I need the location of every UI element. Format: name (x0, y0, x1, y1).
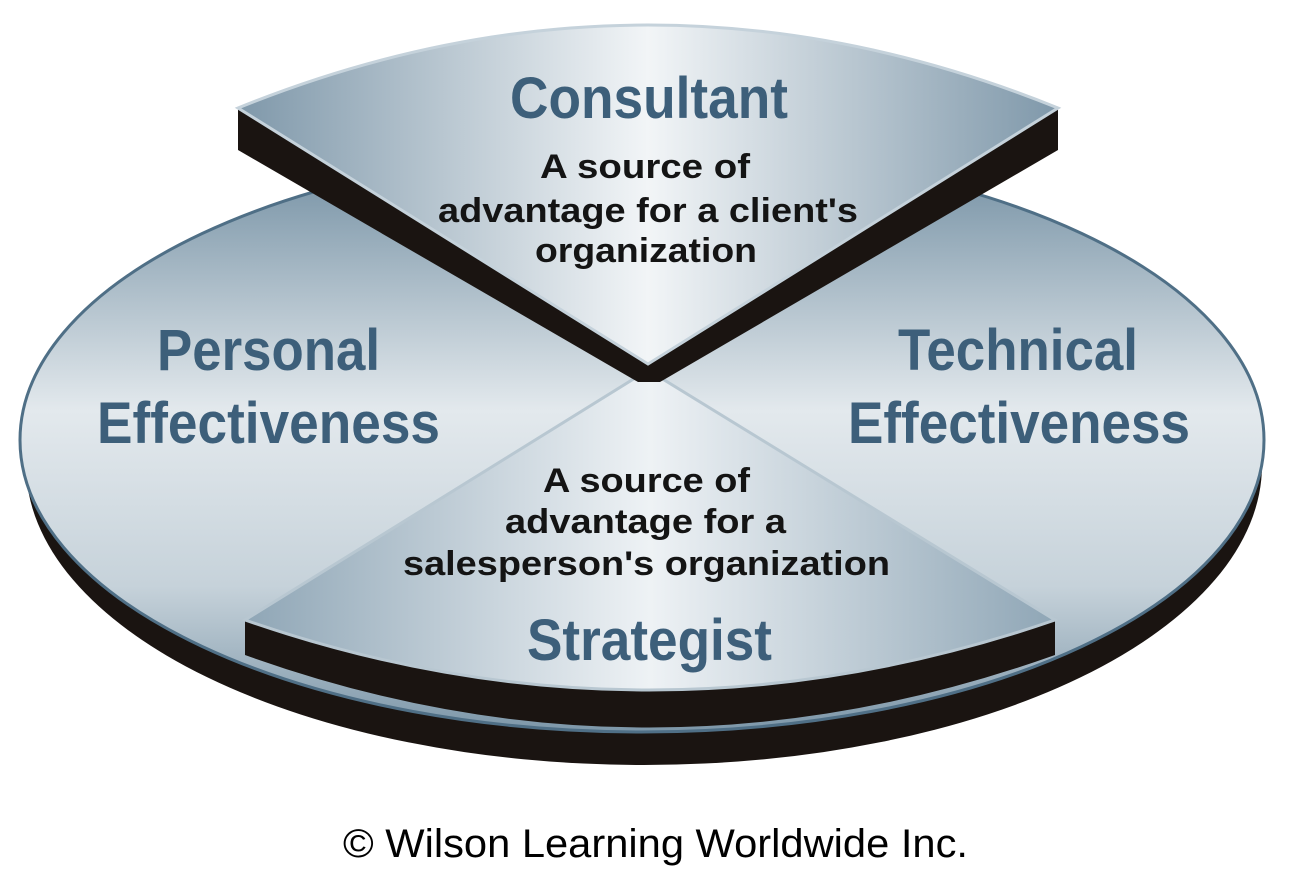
consultant-title: Consultant (510, 66, 788, 131)
strategist-desc-line-2: advantage for a (505, 503, 787, 541)
consultant-desc-line-2: advantage for a client's (438, 192, 858, 230)
consultant-desc-line-3: organization (535, 232, 757, 270)
consultant-desc-line-1: A source of (540, 148, 751, 186)
personal-effectiveness-line-2: Effectiveness (97, 391, 440, 456)
copyright-notice: © Wilson Learning Worldwide Inc. (343, 822, 968, 866)
top-wedge-consultant (234, 23, 1062, 366)
personal-effectiveness-line-1: Personal (157, 318, 380, 383)
strategist-title: Strategist (527, 608, 772, 673)
strategist-desc-line-1: A source of (543, 462, 751, 500)
strategist-desc-line-3: salesperson's organization (403, 545, 890, 583)
technical-effectiveness-line-1: Technical (898, 318, 1138, 383)
bottom-wedge-strategist (241, 368, 1059, 692)
technical-effectiveness-line-2: Effectiveness (848, 391, 1190, 456)
